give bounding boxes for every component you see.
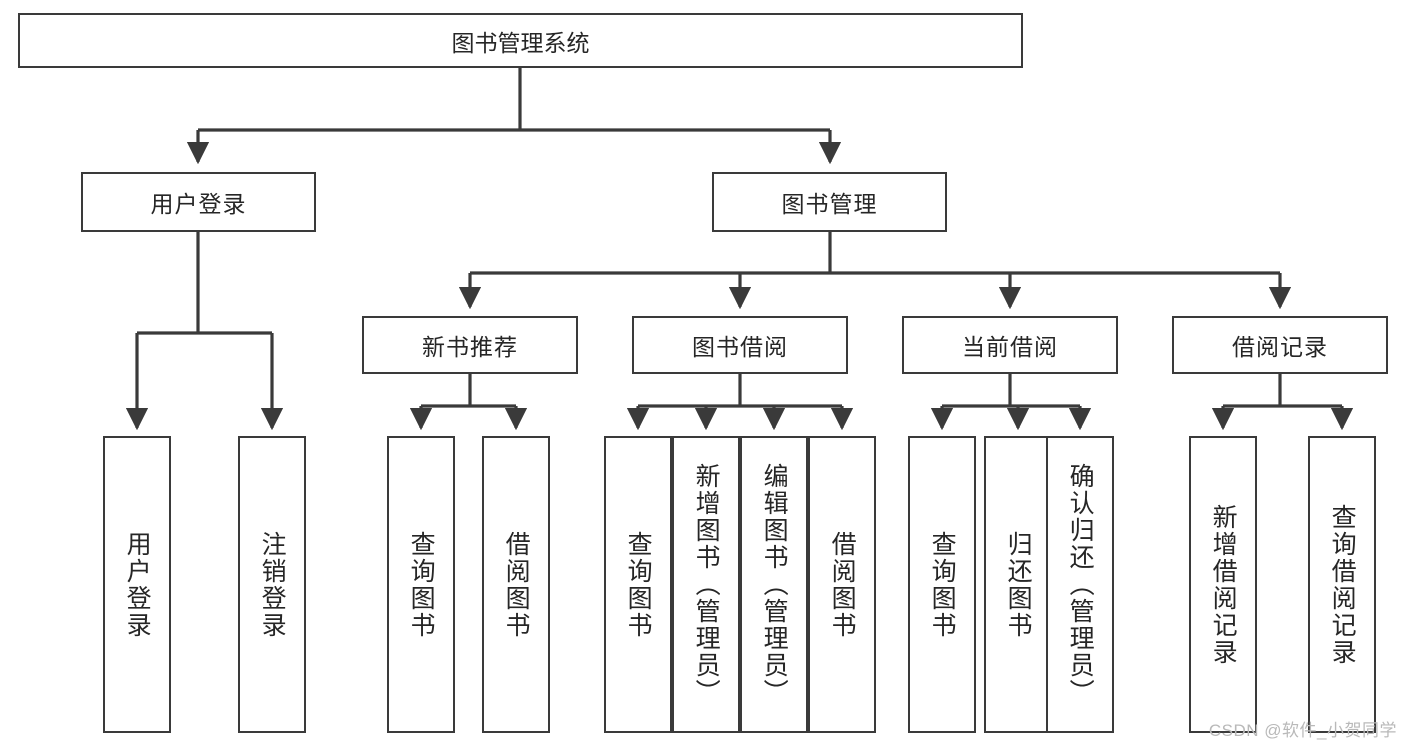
node-root-system[interactable]: 图书管理系统 (18, 13, 1023, 68)
node-leaf-add-book[interactable]: 新增图书（管理员） (672, 436, 740, 733)
node-leaf-query-book-1[interactable]: 查询图书 (387, 436, 455, 733)
node-leaf-add-record[interactable]: 新增借阅记录 (1189, 436, 1257, 733)
node-label: 编辑图书（管理员） (760, 463, 789, 706)
node-leaf-borrow-book-2[interactable]: 借阅图书 (808, 436, 876, 733)
node-leaf-edit-book[interactable]: 编辑图书（管理员） (740, 436, 808, 733)
node-book-manage[interactable]: 图书管理 (712, 172, 947, 232)
node-label: 借阅记录 (1232, 334, 1328, 360)
node-leaf-query-book-2[interactable]: 查询图书 (604, 436, 672, 733)
node-label: 图书借阅 (692, 334, 788, 360)
node-label: 确认归还（管理员） (1066, 463, 1095, 706)
watermark: CSDN @软件_小贺同学 (1208, 721, 1397, 740)
node-current-borrow[interactable]: 当前借阅 (902, 316, 1118, 374)
node-leaf-return-book[interactable]: 归还图书 (984, 436, 1052, 733)
node-label: 注销登录 (258, 530, 287, 639)
node-label: 当前借阅 (962, 334, 1058, 360)
node-borrow-record[interactable]: 借阅记录 (1172, 316, 1388, 374)
node-leaf-logout-login[interactable]: 注销登录 (238, 436, 306, 733)
node-label: 借阅图书 (502, 530, 531, 639)
node-label: 图书管理 (781, 191, 878, 217)
node-label: 用户登录 (123, 530, 152, 639)
node-leaf-user-login[interactable]: 用户登录 (103, 436, 171, 733)
node-leaf-borrow-book-1[interactable]: 借阅图书 (482, 436, 550, 733)
node-label: 归还图书 (1004, 530, 1033, 639)
node-root-label: 图书管理系统 (451, 29, 590, 56)
node-label: 新增图书（管理员） (692, 463, 721, 706)
node-leaf-query-record[interactable]: 查询借阅记录 (1308, 436, 1376, 733)
node-label: 查询图书 (928, 530, 957, 639)
node-label: 新增借阅记录 (1209, 503, 1238, 666)
node-label: 查询图书 (407, 530, 436, 639)
node-book-borrow[interactable]: 图书借阅 (632, 316, 848, 374)
node-label: 查询借阅记录 (1328, 503, 1357, 666)
node-new-book-recommend[interactable]: 新书推荐 (362, 316, 578, 374)
node-label: 用户登录 (150, 191, 247, 217)
node-label: 借阅图书 (828, 530, 857, 639)
node-leaf-query-book-3[interactable]: 查询图书 (908, 436, 976, 733)
node-user-login[interactable]: 用户登录 (81, 172, 316, 232)
node-label: 新书推荐 (422, 334, 518, 360)
node-label: 查询图书 (624, 530, 653, 639)
node-leaf-confirm-return[interactable]: 确认归还（管理员） (1046, 436, 1114, 733)
